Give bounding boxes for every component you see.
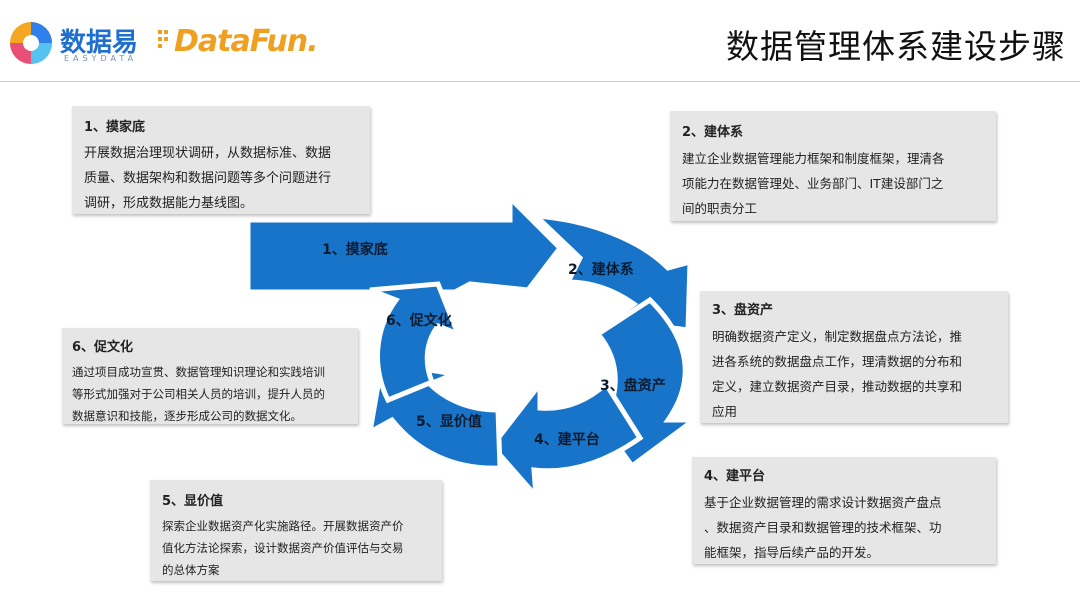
datafun-logo-icon [158,30,168,48]
easydata-logo-text: 数据易 [60,28,139,58]
step-box-line: 项能力在数据管理处、业务部门、IT建设部门之 [682,176,944,191]
step-box-line: 应用 [712,404,738,419]
step-box-body: 通过项目成功宣贯、数据管理知识理论和实践培训 等形式加强对于公司相关人员的培训，… [72,361,348,427]
cycle-segment-6 [369,281,463,404]
step-box-line: 、数据资产目录和数据管理的技术框架、功 [704,520,942,535]
step-box-6: 6、促文化 通过项目成功宣贯、数据管理知识理论和实践培训 等形式加强对于公司相关… [62,328,358,424]
step-box-line: 调研，形成数据能力基线图。 [84,196,254,211]
step-box-5: 5、显价值 探索企业数据资产化实施路径。开展数据资产价 值化方法论探索，设计数据… [150,480,442,581]
step-box-line: 基于企业数据管理的需求设计数据资产盘点 [704,495,942,510]
cycle-label-4: 4、建平台 [534,431,600,448]
step-box-line: 的总体方案 [162,563,220,577]
step-box-line: 开展数据治理现状调研，从数据标准、数据 [84,146,332,161]
datafun-logo-text: DataFun. [174,24,318,59]
step-box-body: 建立企业数据管理能力框架和制度框架，理清各 项能力在数据管理处、业务部门、IT建… [682,146,984,221]
step-box-body: 基于企业数据管理的需求设计数据资产盘点 、数据资产目录和数据管理的技术框架、功 … [704,490,984,565]
step-box-line: 探索企业数据资产化实施路径。开展数据资产价 [162,519,404,533]
step-box-1: 1、摸家底 开展数据治理现状调研，从数据标准、数据 质量、数据架构和数据问题等多… [72,106,370,214]
cycle-label-2: 2、建体系 [568,261,634,278]
step-box-line: 明确数据资产定义，制定数据盘点方法论，推 [712,329,963,344]
step-box-line: 质量、数据架构和数据问题等多个问题进行 [84,171,332,186]
step-box-line: 数据意识和技能，逐步形成公司的数据文化。 [72,409,302,423]
cycle-label-5: 5、显价值 [416,413,482,430]
step-box-title: 1、摸家底 [84,120,146,135]
step-box-line: 建立企业数据管理能力框架和制度框架，理清各 [682,151,945,166]
easydata-logo-subtext: EASYDATA [64,54,138,63]
cycle-segment-1 [245,191,564,295]
step-box-line: 值化方法论探索，设计数据资产价值评估与交易 [162,541,404,555]
step-box-line: 定义，建立数据资产目录，推动数据的共享和 [712,379,963,394]
cycle-segment-4 [488,376,644,504]
step-box-body: 探索企业数据资产化实施路径。开展数据资产价 值化方法论探索，设计数据资产价值评估… [162,515,430,581]
step-box-line: 进各系统的数据盘点工作，理清数据的分布和 [712,354,963,369]
step-box-title: 5、显价值 [162,494,224,509]
step-box-body: 明确数据资产定义，制定数据盘点方法论，推 进各系统的数据盘点工作，理清数据的分布… [712,324,996,424]
step-box-line: 通过项目成功宣贯、数据管理知识理论和实践培训 [72,365,325,379]
header: 数据易 EASYDATA DataFun. 数据管理体系建设步骤 [0,0,1080,82]
step-box-title: 6、促文化 [72,340,134,355]
step-box-4: 4、建平台 基于企业数据管理的需求设计数据资产盘点 、数据资产目录和数据管理的技… [692,457,996,564]
step-box-line: 能框架，指导后续产品的开发。 [704,545,880,560]
cycle-label-1: 1、摸家底 [322,241,388,258]
easydata-logo-icon [10,22,52,64]
page-title: 数据管理体系建设步骤 [726,27,1066,66]
step-box-line: 间的职责分工 [682,201,758,216]
step-box-2: 2、建体系 建立企业数据管理能力框架和制度框架，理清各 项能力在数据管理处、业务… [670,111,996,221]
step-box-title: 3、盘资产 [712,303,774,318]
step-box-title: 4、建平台 [704,469,766,484]
cycle-label-6: 6、促文化 [386,312,452,329]
step-box-title: 2、建体系 [682,125,744,140]
step-box-line: 等形式加强对于公司相关人员的培训，提升人员的 [72,387,325,401]
cycle-label-3: 3、盘资产 [600,377,666,394]
step-box-body: 开展数据治理现状调研，从数据标准、数据 质量、数据架构和数据问题等多个问题进行 … [84,141,358,216]
header-divider [0,81,1080,82]
step-box-3: 3、盘资产 明确数据资产定义，制定数据盘点方法论，推 进各系统的数据盘点工作，理… [700,291,1008,423]
